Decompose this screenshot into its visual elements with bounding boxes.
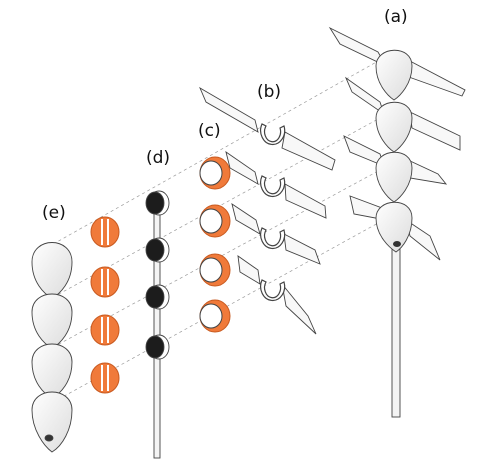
shell-e-3: [31, 343, 73, 399]
component-e-orange-rings: [90, 216, 120, 394]
component-b-blade-clips: [199, 86, 336, 335]
component-d-rod-discs: [145, 190, 170, 459]
fin-b-8: [281, 283, 317, 335]
fin-b-5: [231, 202, 261, 235]
ring-e-4: [90, 362, 120, 394]
fin-b-6: [283, 233, 321, 265]
label-b: (b): [257, 82, 281, 102]
label-a: (a): [384, 7, 408, 27]
collar-c-4: [199, 299, 231, 333]
clip-b-4: [260, 279, 286, 302]
ring-e-3: [90, 314, 120, 346]
collar-c-3: [199, 253, 231, 287]
ring-e-2: [90, 266, 120, 298]
ring-e-1: [90, 216, 120, 248]
component-c-orange-collars: [199, 156, 231, 333]
label-d: (d): [146, 148, 170, 168]
rod-a: [391, 244, 401, 418]
clip-b-1: [260, 123, 286, 146]
disc-d-3: [145, 284, 170, 310]
disc-d-2: [145, 237, 170, 263]
collar-c-2: [199, 204, 231, 238]
fins-a: [328, 26, 466, 261]
shell-e-1: [31, 242, 73, 299]
collar-c-1: [199, 156, 231, 190]
fin-b-1: [199, 86, 259, 133]
fin-b-7: [237, 255, 261, 285]
shell-e-2: [31, 293, 73, 349]
tip-e: [44, 434, 54, 442]
label-c: (c): [198, 121, 221, 141]
clip-b-3: [260, 227, 286, 250]
clip-b-2: [260, 175, 286, 198]
component-a-assembled-unit: [328, 26, 466, 418]
tip-a: [393, 241, 401, 247]
component-e-shell-stack: [31, 242, 73, 453]
rod-d: [153, 193, 161, 459]
label-e: (e): [42, 203, 66, 223]
fin-b-3: [225, 150, 259, 185]
disc-d-4: [145, 334, 170, 360]
shell-e-4: [31, 391, 73, 453]
shells-a: [375, 49, 413, 253]
disc-d-1: [145, 190, 170, 216]
fin-b-4: [284, 183, 327, 219]
fin-b-2: [281, 131, 336, 171]
